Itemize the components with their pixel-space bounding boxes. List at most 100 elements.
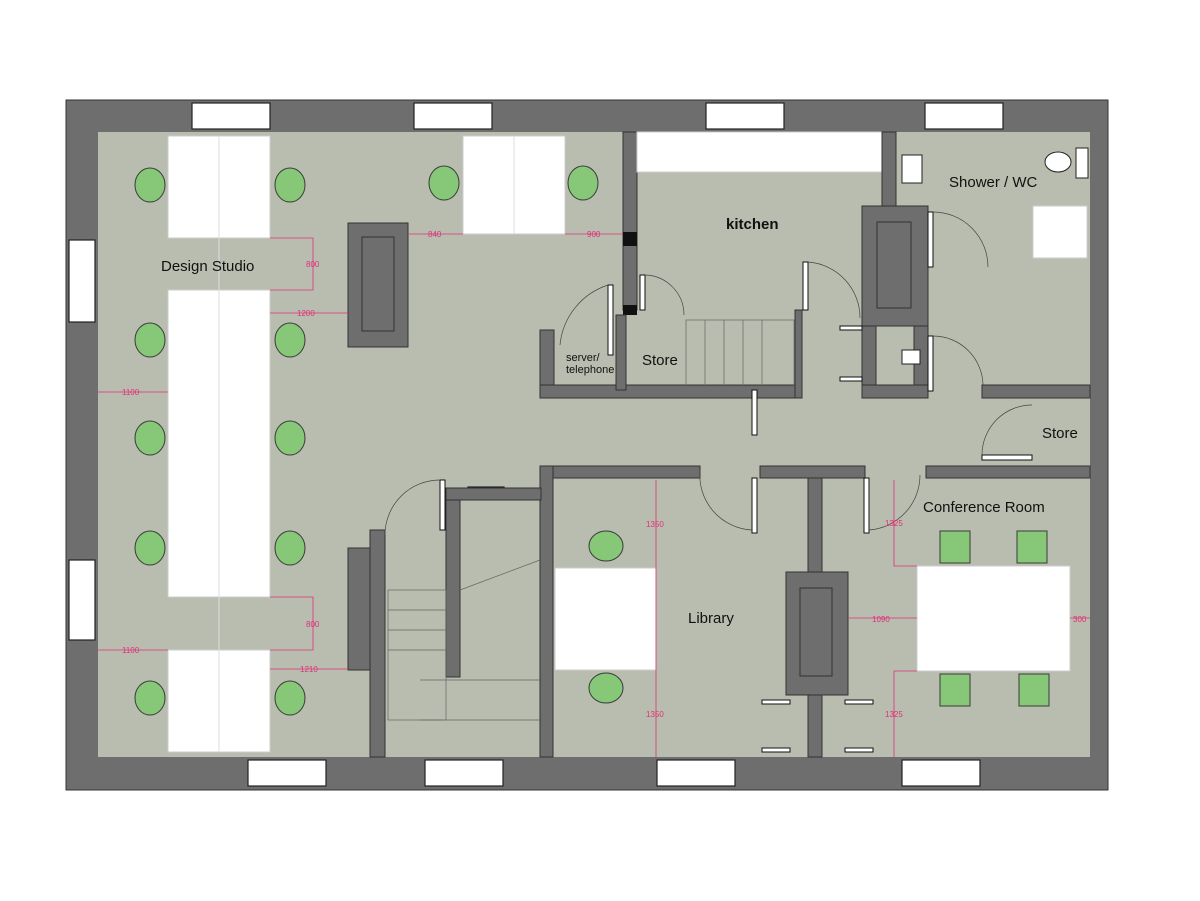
chair [274, 530, 306, 566]
wall [861, 384, 929, 399]
wall [807, 477, 823, 574]
chair [134, 167, 166, 203]
room-label-shower-wc: Shower / WC [949, 174, 1038, 191]
chair [274, 680, 306, 716]
door[interactable] [639, 274, 646, 311]
desks [167, 135, 1071, 753]
chairs [134, 165, 1050, 716]
wall [622, 131, 638, 311]
wall [445, 487, 542, 501]
window [413, 102, 493, 130]
wall [539, 465, 701, 479]
door[interactable] [927, 335, 934, 392]
room-label-design-studio: Design Studio [161, 258, 254, 275]
dimension-label: 840 [428, 230, 442, 239]
dimension-lines [98, 233, 1090, 757]
chair [274, 322, 306, 358]
wall [539, 384, 803, 399]
windows [68, 102, 1004, 787]
chair [274, 420, 306, 456]
chair [939, 673, 971, 707]
chimney-flue [876, 221, 912, 309]
room-label-server: server/ [566, 352, 601, 364]
room-label-store: Store [642, 352, 678, 369]
room-label-conference-room: Conference Room [923, 499, 1045, 516]
door[interactable] [751, 389, 758, 436]
chair [1018, 673, 1050, 707]
dimension-label: 1325 [885, 710, 903, 719]
doors [384, 211, 1033, 753]
dimension-label: 1200 [297, 309, 315, 318]
wall [759, 465, 866, 479]
door[interactable] [802, 261, 809, 311]
dimension-label: 1090 [872, 615, 890, 624]
wall [981, 384, 1091, 399]
library-table [554, 567, 657, 671]
wall-marker [623, 305, 637, 315]
room-label-kitchen: kitchen [726, 216, 779, 233]
dimension-label: 900 [587, 230, 601, 239]
door[interactable] [751, 477, 758, 534]
room-label-telephone: telephone [566, 364, 614, 376]
chair [588, 672, 624, 704]
door[interactable] [761, 699, 791, 705]
chair [134, 530, 166, 566]
chair [1016, 530, 1048, 564]
chair [428, 165, 460, 201]
dimension-label: 1100 [122, 646, 140, 655]
door[interactable] [839, 376, 863, 382]
dimension-label: 1350 [646, 520, 664, 529]
stairs-upper [685, 319, 795, 387]
window [68, 559, 96, 641]
toilet-cistern [1075, 147, 1089, 179]
door[interactable] [839, 325, 863, 331]
chair [274, 167, 306, 203]
door[interactable] [863, 477, 870, 534]
toilet [1044, 151, 1072, 173]
dimension-label: 800 [306, 260, 320, 269]
dimension-label: 1350 [646, 710, 664, 719]
shower-tray [1032, 205, 1088, 259]
stair-wall [445, 491, 461, 678]
door[interactable] [607, 284, 614, 356]
room-label-store: Store [1042, 425, 1078, 442]
stairs-lower [387, 589, 447, 721]
window [924, 102, 1004, 130]
wall [794, 309, 803, 399]
dimension-labels: 800 840 900 1200 1100 800 1100 1210 1350… [122, 230, 1087, 719]
window [247, 759, 327, 787]
dimension-label: 1325 [885, 519, 903, 528]
door[interactable] [927, 211, 934, 268]
door[interactable] [844, 747, 874, 753]
door[interactable] [981, 454, 1033, 461]
bathroom-fixtures [901, 147, 1089, 365]
chair [939, 530, 971, 564]
wall [369, 529, 386, 758]
dimension-label: 800 [306, 620, 320, 629]
dimension-label: 1100 [122, 388, 140, 397]
door[interactable] [439, 479, 446, 531]
window [191, 102, 271, 130]
window [901, 759, 981, 787]
chair [134, 420, 166, 456]
chair [588, 530, 624, 562]
wall [347, 547, 373, 671]
wall [539, 465, 554, 758]
room-label-library: Library [688, 610, 734, 627]
door[interactable] [844, 699, 874, 705]
wall [807, 694, 823, 758]
room-labels: Design Studio kitchen Shower / WC server… [161, 174, 1078, 627]
wall-marker [623, 232, 637, 246]
dimension-label: 300 [1073, 615, 1087, 624]
dimension-label: 1210 [300, 665, 318, 674]
wall [925, 465, 1091, 479]
chair [567, 165, 599, 201]
chimney-flue [799, 587, 833, 677]
chair [134, 322, 166, 358]
basin [901, 154, 923, 184]
door[interactable] [761, 747, 791, 753]
kitchen-counter [636, 131, 890, 173]
basin [901, 349, 921, 365]
staircases [387, 319, 795, 721]
